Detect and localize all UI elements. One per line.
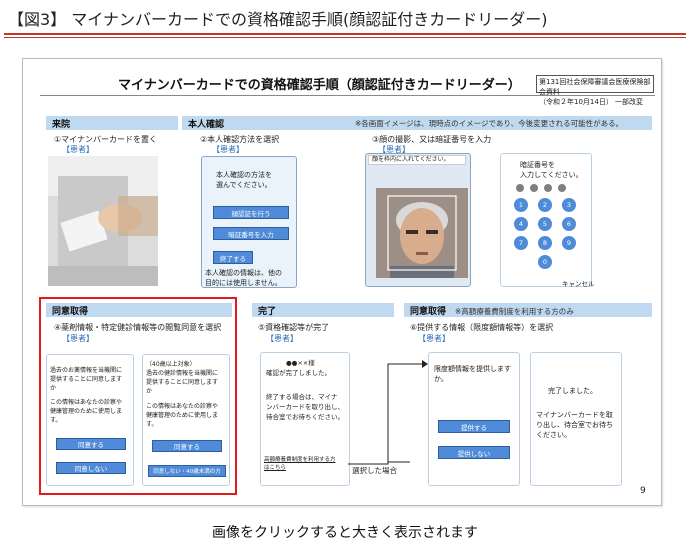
pin-dot bbox=[516, 184, 524, 192]
identity-prompt: 本人確認の方法を 選んでください。 bbox=[216, 171, 272, 189]
image-caption: 画像をクリックすると大きく表示されます bbox=[212, 525, 478, 541]
step-2-label: ②本人確認方法を選択 bbox=[200, 135, 280, 144]
title-rule bbox=[4, 33, 686, 35]
face-prompt-bar bbox=[368, 155, 466, 165]
step-3-patient: 【患者】 bbox=[378, 145, 410, 154]
step-5-label: ⑤資格確認等が完了 bbox=[258, 323, 330, 332]
key-5[interactable]: 5 bbox=[538, 217, 552, 231]
band-visit: 来院 bbox=[46, 116, 178, 130]
face-prompt: 顔を枠内に入れてください。 bbox=[372, 156, 450, 163]
card-reader-photo bbox=[48, 156, 158, 286]
screen-checkup-consent bbox=[142, 354, 230, 486]
band-identity: 本人確認 bbox=[182, 116, 652, 130]
provide-button[interactable]: 提供する bbox=[438, 420, 510, 433]
consent-highlight-box bbox=[39, 297, 237, 495]
med-agree-button[interactable]: 同意する bbox=[56, 438, 126, 450]
step-5-patient: 【患者】 bbox=[266, 334, 298, 343]
step-2-patient: 【患者】 bbox=[212, 145, 244, 154]
key-8[interactable]: 8 bbox=[538, 236, 552, 250]
high-cost-link[interactable]: 高額療養費制度を利用する方 はこちら bbox=[264, 457, 336, 471]
checkup-consent-text: 過去の健診情報を当機関に 提供することに同意します か bbox=[146, 370, 219, 395]
key-7[interactable]: 7 bbox=[514, 236, 528, 250]
patient-name: ●●××様 bbox=[286, 359, 315, 367]
consent-2-note: ※高額療養費制度を利用する方のみ bbox=[455, 307, 574, 316]
key-1[interactable]: 1 bbox=[514, 198, 528, 212]
end-button[interactable]: 終了する bbox=[213, 251, 253, 264]
pin-keypad: 1 2 3 4 5 6 7 8 9 0 bbox=[514, 198, 576, 269]
pin-dot bbox=[544, 184, 552, 192]
step-3-label: ③顔の撮影、又は暗証番号を入力 bbox=[372, 135, 492, 144]
arrow-to-step6 bbox=[348, 360, 428, 474]
no-provide-button[interactable]: 提供しない bbox=[438, 446, 510, 459]
pin-dot bbox=[530, 184, 538, 192]
checkup-consent-purpose: この情報はあなたの診察や 健康管理のために使用しま す。 bbox=[146, 403, 219, 428]
step-1-label: ①マイナンバーカードを置く bbox=[54, 135, 158, 144]
step-6-label: ⑥提供する情報（限度額情報等）を選択 bbox=[410, 323, 554, 332]
pin-dot bbox=[558, 184, 566, 192]
step-6-patient: 【患者】 bbox=[418, 334, 450, 343]
selected-case-label: 選択した場合 bbox=[352, 466, 397, 475]
key-4[interactable]: 4 bbox=[514, 217, 528, 231]
face-auth-button[interactable]: 顔認証を行う bbox=[213, 206, 289, 219]
med-consent-purpose: この情報はあなたの診察や 健康管理のために使用しま す。 bbox=[50, 399, 123, 424]
checkup-age-header: （40歳以上対象） bbox=[146, 361, 196, 368]
page-number: 9 bbox=[640, 486, 646, 496]
identity-footer: 本人確認の情報は、他の 目的には使用しません。 bbox=[205, 269, 282, 287]
screen-note: ※各画面イメージは、現時点のイメージであり、今後変更される可能性がある。 bbox=[355, 119, 624, 128]
title-rule-thin bbox=[4, 37, 686, 38]
step-4-patient: 【患者】 bbox=[62, 334, 94, 343]
face-photo bbox=[376, 188, 468, 278]
key-6[interactable]: 6 bbox=[562, 217, 576, 231]
limit-info-question: 限度額情報を提供します か。 bbox=[434, 365, 511, 383]
band-done: 完了 bbox=[252, 303, 394, 317]
key-0[interactable]: 0 bbox=[538, 255, 552, 269]
finished-message: 完了しました。 bbox=[548, 387, 597, 395]
key-2[interactable]: 2 bbox=[538, 198, 552, 212]
step-1-patient: 【患者】 bbox=[62, 145, 94, 154]
screen-finished bbox=[530, 352, 622, 486]
screen-complete bbox=[260, 352, 350, 486]
finished-instruction: マイナンバーカードを取 り出し、待合室でお待ち ください。 bbox=[536, 411, 613, 439]
med-consent-text: 過去のお薬情報を当機関に 提供することに同意します か bbox=[50, 367, 123, 392]
slide-title: マイナンバーカードでの資格確認手順（顔認証付きカードリーダー） bbox=[118, 78, 521, 93]
screen-identity-method bbox=[201, 156, 297, 288]
figure-title: 【図3】 マイナンバーカードでの資格確認手順(顔認証付きカードリーダー) bbox=[8, 10, 548, 29]
checkup-disagree-button[interactable]: 同意しない・40歳未満の方 bbox=[148, 465, 226, 477]
band-consent: 同意取得 bbox=[46, 303, 232, 317]
pin-entry-button[interactable]: 暗証番号を入力 bbox=[213, 227, 289, 240]
pin-prompt: 暗証番号を 入力してください。 bbox=[520, 161, 583, 179]
band-consent-2: 同意取得 bbox=[404, 303, 652, 317]
complete-instruction: 終了する場合は、マイナ ンバーカードを取り出し、 待合室でお待ちください。 bbox=[266, 393, 344, 421]
key-3[interactable]: 3 bbox=[562, 198, 576, 212]
key-9[interactable]: 9 bbox=[562, 236, 576, 250]
step-4-label: ④薬剤情報・特定健診情報等の閲覧同意を選択 bbox=[54, 323, 222, 332]
cancel-button[interactable]: キャンセル bbox=[562, 280, 595, 288]
complete-message: 確認が完了しました。 bbox=[266, 369, 331, 377]
source-box: 第131回社会保障審議会医療保険部会資料 （令和２年10月14日） 一部改変 bbox=[536, 75, 654, 106]
checkup-agree-button[interactable]: 同意する bbox=[152, 440, 222, 452]
pin-dots bbox=[516, 184, 566, 192]
med-disagree-button[interactable]: 同意しない bbox=[56, 462, 126, 474]
slide-title-divider bbox=[40, 95, 655, 96]
screen-limit-info bbox=[428, 352, 520, 486]
